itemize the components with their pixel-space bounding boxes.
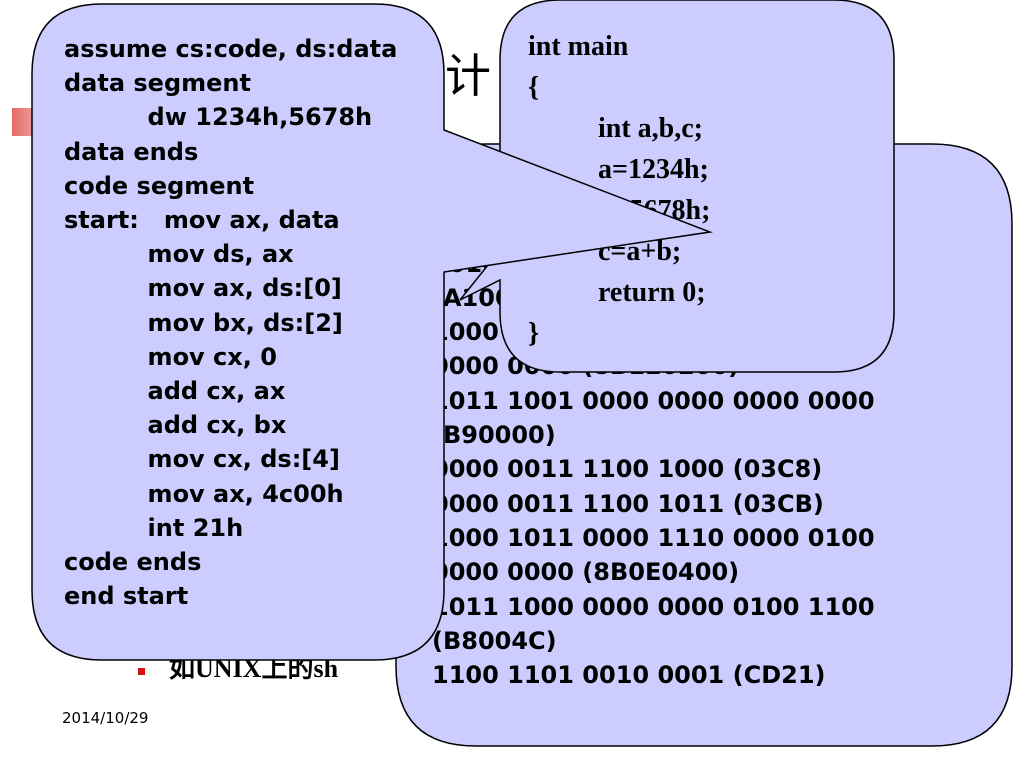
slide-date: 2014/10/29 xyxy=(62,709,149,727)
c-program-callout: int main { int a,b,c; a=1234h; b=5678h; … xyxy=(500,0,896,372)
c-program-text: int main { int a,b,c; a=1234h; b=5678h; … xyxy=(528,31,710,349)
assembly-text: assume cs:code, ds:data data segment dw … xyxy=(64,35,398,611)
bullet-marker-icon xyxy=(138,667,145,675)
assembly-callout: assume cs:code, ds:data data segment dw … xyxy=(32,4,444,660)
slide-title: 计 xyxy=(445,49,491,103)
